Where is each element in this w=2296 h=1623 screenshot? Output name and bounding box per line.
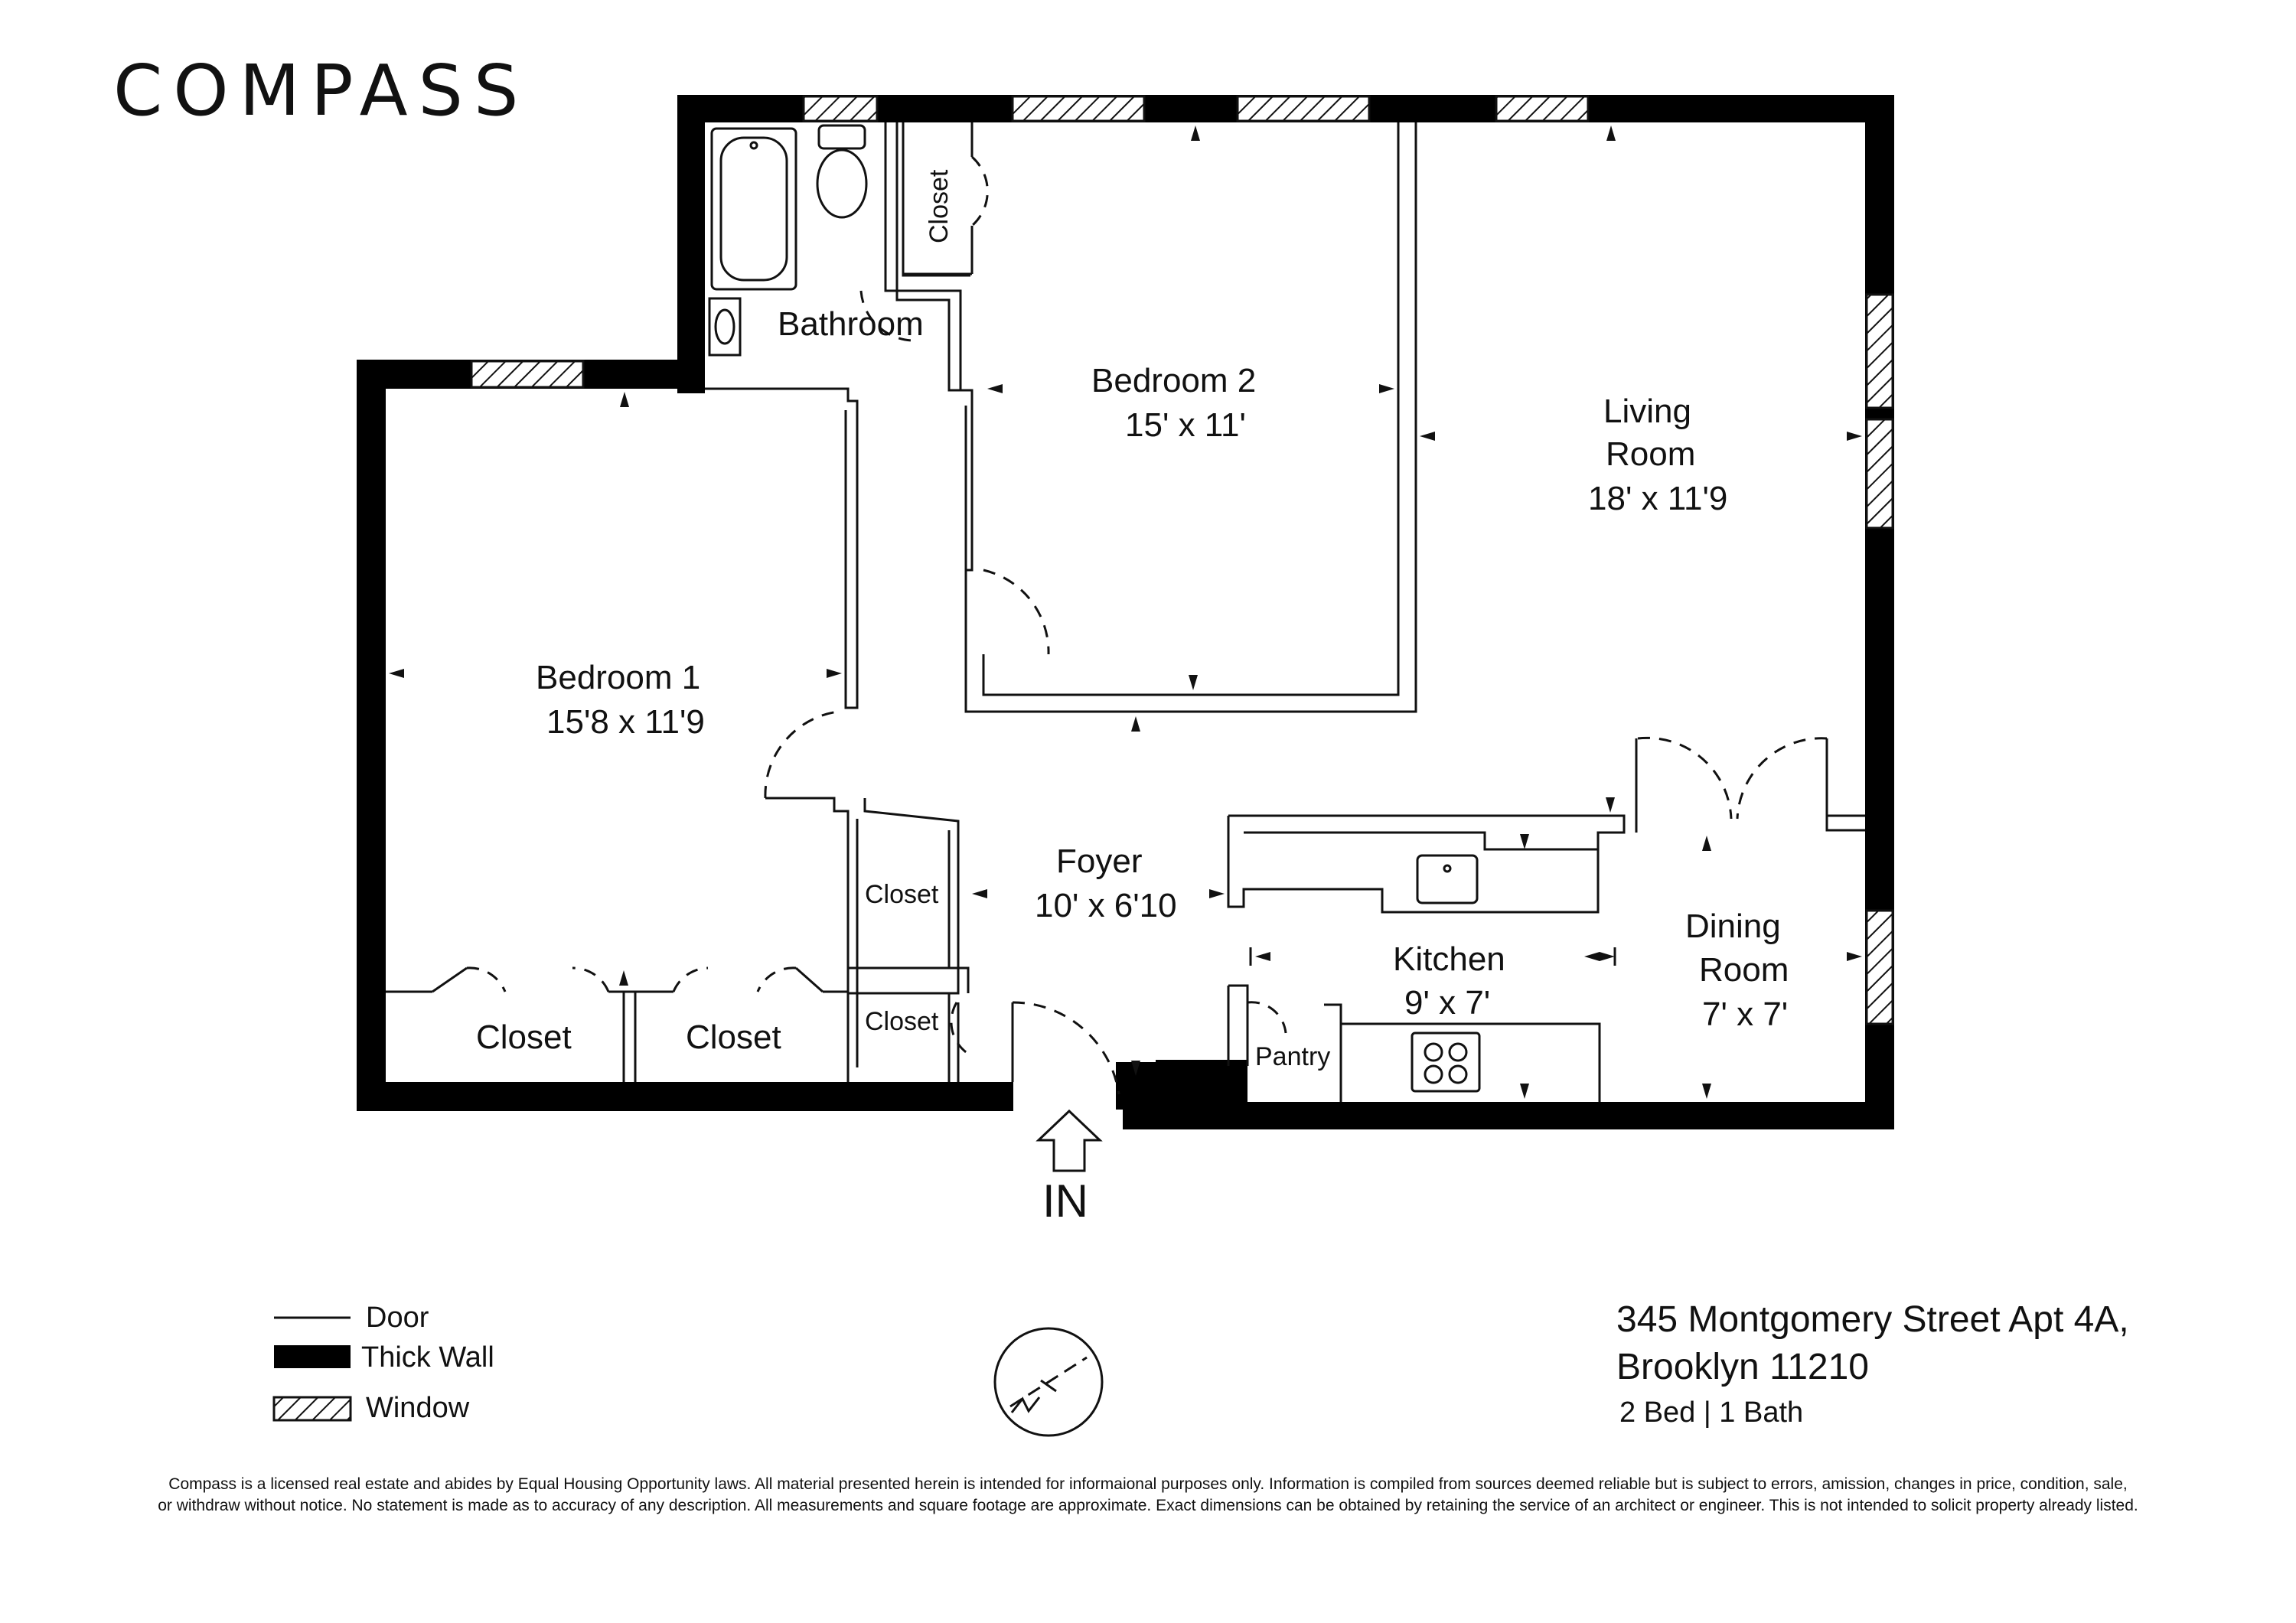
dining-name-line1: Dining (1685, 908, 1781, 945)
bedroom1-size: 15'8 x 11'9 (546, 703, 705, 741)
disclaimer: Compass is a licensed real estate and ab… (31, 1474, 2265, 1517)
exterior-walls (357, 95, 1894, 1129)
living-name-line1: Living (1603, 393, 1691, 430)
legend-window-label: Window (366, 1392, 470, 1424)
door-swings (466, 155, 1828, 1095)
legend-thick-wall-swatch (274, 1345, 351, 1368)
living-size: 18' x 11'9 (1588, 480, 1727, 517)
bedroom1-closet-left-label: Closet (476, 1018, 572, 1056)
address-line1: 345 Montgomery Street Apt 4A, (1616, 1299, 2129, 1340)
pantry-label: Pantry (1255, 1042, 1330, 1071)
bedroom2-size: 15' x 11' (1125, 406, 1246, 444)
bedroom1-closet-right-label: Closet (686, 1018, 781, 1056)
bathroom-label: Bathroom (778, 305, 924, 343)
windows (470, 95, 1894, 1025)
bedroom2-closet-label: Closet (925, 169, 954, 243)
interior-walls (386, 122, 1865, 1102)
disclaimer-line2: or withdraw without notice. No statement… (158, 1497, 2138, 1514)
legend: Door Thick Wall Window (272, 1302, 494, 1424)
address-line2: Brooklyn 11210 (1616, 1347, 1869, 1387)
compass-logo: COMPASS (113, 50, 529, 132)
dining-name-line2: Room (1699, 951, 1789, 989)
bedroom2-name: Bedroom 2 (1091, 362, 1256, 399)
entry-label: IN (1042, 1175, 1088, 1227)
disclaimer-line1: Compass is a licensed real estate and ab… (168, 1475, 2128, 1493)
legend-door-label: Door (366, 1302, 429, 1334)
beds-baths: 2 Bed | 1 Bath (1619, 1396, 1803, 1429)
foyer-closet-lower-label: Closet (865, 1007, 939, 1036)
foyer-closet-upper-label: Closet (865, 880, 939, 909)
bathroom-fixtures (708, 124, 868, 357)
living-name-line2: Room (1606, 435, 1695, 473)
dimension-markers (389, 125, 1862, 1099)
legend-window-swatch (272, 1396, 352, 1422)
entry-arrow-icon (1035, 1109, 1103, 1172)
dining-size: 7' x 7' (1702, 996, 1788, 1033)
foyer-size: 10' x 6'10 (1035, 887, 1177, 924)
legend-thick-wall-label: Thick Wall (361, 1341, 494, 1374)
kitchen-name: Kitchen (1393, 940, 1505, 978)
foyer-name: Foyer (1056, 842, 1142, 880)
north-compass-icon (993, 1327, 1104, 1437)
bedroom1-name: Bedroom 1 (536, 659, 700, 696)
kitchen-size: 9' x 7' (1404, 984, 1490, 1022)
